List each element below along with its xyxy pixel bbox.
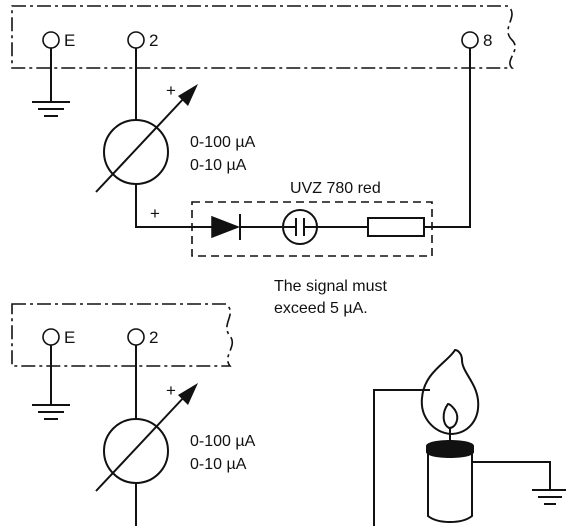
uv-cell-label: UVZ 780 red bbox=[290, 180, 381, 197]
flame-icon bbox=[373, 348, 480, 526]
top-terminal-strip bbox=[11, 5, 516, 69]
terminal-circle bbox=[127, 31, 145, 49]
bottom-meter-range-1: 0-100 µA bbox=[190, 433, 256, 450]
top-branch-polarity: + bbox=[150, 204, 160, 223]
top-meter-range-2: 0-10 µA bbox=[190, 157, 247, 174]
wire-resistor-terminal8 bbox=[424, 48, 471, 228]
resistor-icon bbox=[367, 217, 425, 237]
terminal-label: 2 bbox=[149, 31, 158, 50]
bottom-terminal-2: 2 bbox=[127, 328, 158, 347]
bottom-terminal-e: E bbox=[42, 328, 75, 347]
top-terminal-2: 2 bbox=[127, 31, 158, 50]
signal-note-line-1: The signal must bbox=[274, 278, 387, 295]
ammeter-icon bbox=[95, 84, 198, 193]
ground-icon bbox=[472, 461, 566, 505]
diode-icon bbox=[211, 214, 241, 240]
wire-meter-branch bbox=[135, 184, 212, 228]
top-circuit: E 2 8 + 0-100 µA 0-10 µA + bbox=[11, 5, 516, 317]
ground-icon bbox=[32, 48, 70, 117]
bottom-meter-range-2: 0-10 µA bbox=[190, 456, 247, 473]
terminal-circle bbox=[461, 31, 479, 49]
terminal-label: 2 bbox=[149, 328, 158, 347]
bottom-terminal-strip bbox=[11, 303, 234, 367]
bottom-circuit: E 2 + 0-100 µA 0-10 µA bbox=[11, 303, 566, 526]
top-meter-range-1: 0-100 µA bbox=[190, 134, 256, 151]
terminal-label: E bbox=[64, 328, 75, 347]
ammeter-icon bbox=[95, 383, 198, 492]
uv-cell-enclosure bbox=[191, 201, 433, 257]
ground-icon bbox=[32, 345, 70, 420]
uv-cell-icon bbox=[282, 209, 318, 245]
terminal-label: E bbox=[64, 31, 75, 50]
terminal-circle bbox=[127, 328, 145, 346]
terminal-label: 8 bbox=[483, 31, 492, 50]
terminal-circle bbox=[42, 31, 60, 49]
signal-note-line-2: exceed 5 µA. bbox=[274, 300, 368, 317]
bottom-meter-polarity: + bbox=[166, 381, 176, 400]
electrode-wire bbox=[373, 389, 430, 526]
terminal-circle bbox=[42, 328, 60, 346]
top-meter-polarity: + bbox=[166, 81, 176, 100]
top-terminal-e: E bbox=[42, 31, 75, 50]
top-terminal-8: 8 bbox=[461, 31, 492, 50]
